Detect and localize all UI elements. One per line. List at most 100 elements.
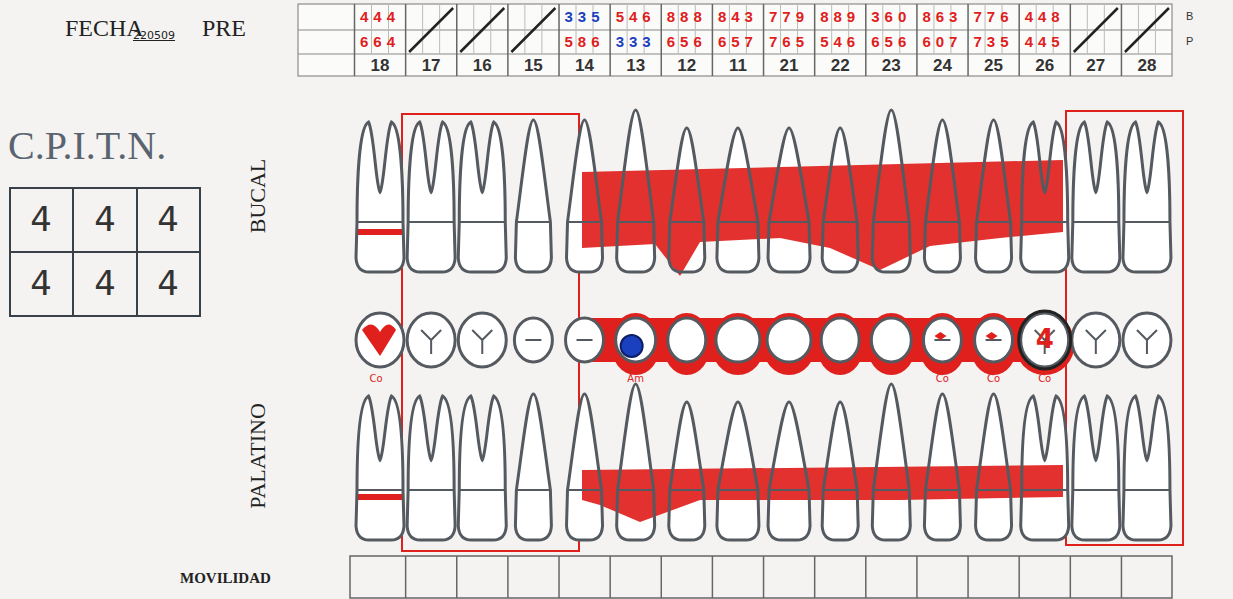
grid-line xyxy=(456,4,458,76)
tooth-occlusal xyxy=(1123,313,1171,367)
grid-line xyxy=(967,4,969,76)
tooth-neck-line xyxy=(568,489,602,491)
tooth-neck-line xyxy=(873,489,909,491)
grid-line xyxy=(1018,556,1020,598)
tooth-occlusal xyxy=(975,318,1013,362)
probing-depth-palatal: 656 xyxy=(667,34,707,49)
index-heading: C.P.I.T.N. xyxy=(8,126,166,166)
tooth-neck-line xyxy=(1022,221,1068,223)
grid-line xyxy=(763,4,765,76)
probing-depth-palatal: 333 xyxy=(616,34,656,49)
tooth-occlusal xyxy=(716,318,760,362)
cpitn-score: 4 xyxy=(157,266,179,300)
tooth-occlusal xyxy=(407,313,455,367)
probing-depth-bucal: 360 xyxy=(871,9,911,24)
tooth-neck-line xyxy=(357,489,403,491)
grid-line xyxy=(1070,4,1072,76)
tooth-bucal-outline xyxy=(617,110,655,272)
tooth-bucal-outline xyxy=(976,120,1012,272)
grid-line xyxy=(507,556,509,598)
occlusal-fissure xyxy=(1137,330,1157,354)
cpitn-score: 4 xyxy=(30,202,52,236)
date-suffix: PRE xyxy=(202,16,246,40)
tooth-palatal-fill xyxy=(567,394,603,540)
tooth-palatal-outline xyxy=(924,394,960,540)
grid-line xyxy=(1138,4,1139,54)
tooth-neck-line xyxy=(1124,221,1170,223)
occlusal-red-ring xyxy=(762,313,816,375)
tooth-bucal-outline xyxy=(717,128,759,272)
tooth-neck-line xyxy=(977,489,1011,491)
tooth-bucal-outline xyxy=(669,128,705,272)
tooth-occlusal xyxy=(514,318,552,362)
missing-tooth-slash xyxy=(460,8,504,52)
tooth-palatal-fill xyxy=(1072,396,1120,540)
tooth-neck-line xyxy=(1073,221,1119,223)
side-label: BUCAL xyxy=(247,159,269,234)
grid-line xyxy=(1104,4,1105,54)
tooth-number: 27 xyxy=(1086,57,1105,74)
grid-line xyxy=(814,4,816,76)
tooth-occlusal xyxy=(1021,313,1069,367)
occlusal-red-ring xyxy=(970,313,1018,375)
probing-depth-palatal: 445 xyxy=(1025,34,1065,49)
cpitn-score: 4 xyxy=(94,202,116,236)
grid-line xyxy=(661,556,663,598)
probing-depth-bucal: 546 xyxy=(616,9,656,24)
grid-line xyxy=(865,4,867,76)
grid-line xyxy=(507,4,509,76)
tooth-number: 25 xyxy=(984,57,1003,74)
grid-line xyxy=(490,4,491,54)
tooth-palatal-outline xyxy=(458,396,506,540)
cpitn-score: 4 xyxy=(30,266,52,300)
grid-line xyxy=(712,4,714,76)
probing-depth-palatal: 664 xyxy=(360,34,400,49)
tooth-occlusal xyxy=(458,313,506,367)
tooth-mark: 4 xyxy=(1036,326,1054,352)
tooth-number: 11 xyxy=(729,57,747,74)
tooth-neck-line xyxy=(408,489,454,491)
grid-line xyxy=(72,188,74,316)
tooth-neck-line xyxy=(1073,489,1119,491)
tooth-neck-line xyxy=(1124,489,1170,491)
tooth-neck-line xyxy=(718,221,758,223)
tooth-palatal-outline xyxy=(617,384,655,540)
tooth-neck-line xyxy=(873,221,909,223)
missing-tooth-slash xyxy=(511,8,555,52)
tooth-neck-line xyxy=(516,221,550,223)
tooth-bucal-outline xyxy=(407,122,455,272)
tooth-neck-line xyxy=(516,489,550,491)
tooth-neck-line xyxy=(769,221,809,223)
occlusal-fissure xyxy=(472,330,492,354)
tooth-palatal-outline xyxy=(717,402,759,540)
tooth-palatal-outline xyxy=(872,384,910,540)
tooth-bucal-outline xyxy=(872,110,910,272)
grid-line xyxy=(712,556,714,598)
tooth-palatal-fill xyxy=(1123,396,1171,540)
tooth-bucal-fill xyxy=(515,120,551,272)
tooth-neck-line xyxy=(459,221,505,223)
tooth-palatal-outline xyxy=(356,396,404,540)
tooth-bucal-outline xyxy=(1123,122,1171,272)
grid-line xyxy=(967,556,969,598)
tooth-number: 17 xyxy=(422,57,441,74)
grid-line xyxy=(1018,4,1020,76)
grid-line xyxy=(1121,556,1123,598)
row-label: P xyxy=(1186,36,1193,47)
grid-line xyxy=(865,556,867,598)
tooth-number: 24 xyxy=(933,57,952,74)
tooth-bucal-outline xyxy=(924,120,960,272)
restoration-note: Co xyxy=(936,374,949,384)
tooth-number: 14 xyxy=(575,57,594,74)
occlusal-fissure xyxy=(525,339,541,341)
tooth24-mark xyxy=(934,332,946,340)
tooth-palatal-fill xyxy=(356,396,404,540)
missing-tooth-slash xyxy=(1125,8,1169,52)
tooth-number: 26 xyxy=(1035,57,1054,74)
restoration-note: Co xyxy=(369,374,382,384)
tooth-neck-line xyxy=(357,221,403,223)
grid-line xyxy=(136,188,138,316)
tooth-number: 18 xyxy=(371,57,390,74)
